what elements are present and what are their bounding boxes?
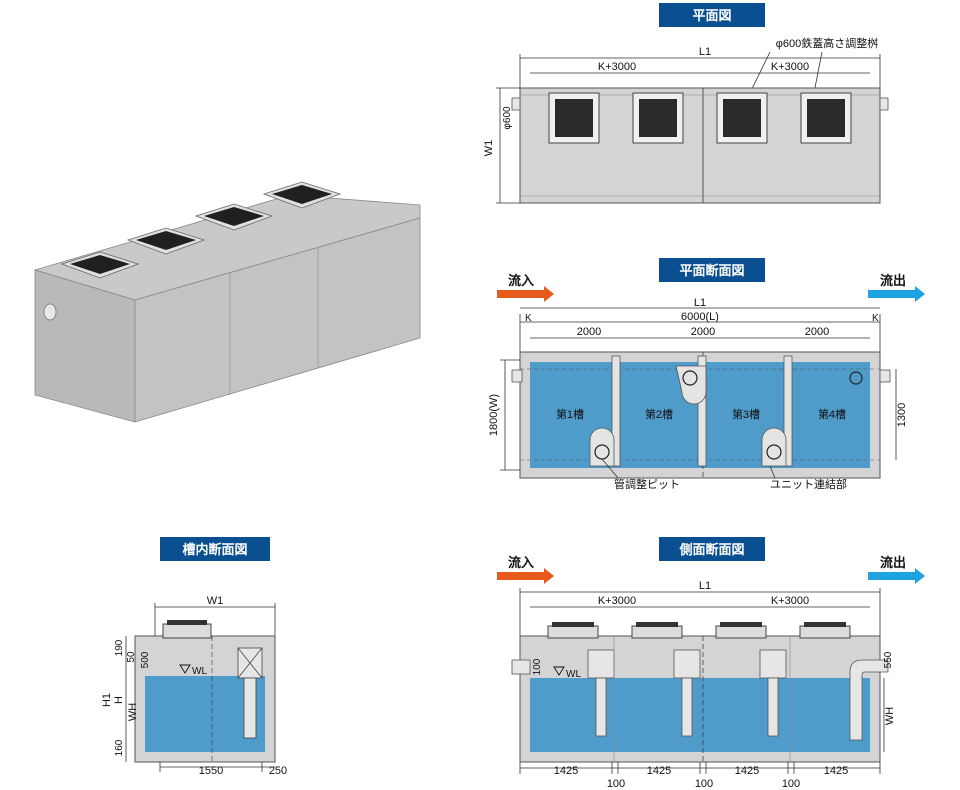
plan-section-title: 平面断面図 — [679, 263, 744, 279]
plan-section-outflow-arrow — [868, 286, 925, 302]
plan-section-inflow-label: 流入 — [508, 273, 534, 289]
plan-section-seg-2: 2000 — [691, 326, 715, 338]
cross-section-width-label: W1 — [207, 595, 224, 607]
iso-inlet-pipe — [43, 303, 57, 321]
plan-section-callout-pit: 管調整ピット — [614, 477, 680, 491]
side-section-length-label: L1 — [699, 580, 711, 592]
plan-section-view: 平面断面図 流入 流出 L1 K K 6000(L) 2000 2000 200… — [488, 258, 925, 491]
side-section-water — [530, 678, 870, 752]
side-section-wl: WL — [566, 669, 581, 680]
plan-section-tank-4: 第4槽 — [818, 407, 846, 421]
side-section-inflow-arrow — [497, 568, 554, 584]
plan-section-inflow-arrow — [497, 286, 554, 302]
plan-length-label: L1 — [699, 46, 711, 58]
plan-section-width-label: 1800(W) — [488, 394, 500, 436]
side-section-bottom-1: 1425 — [554, 765, 578, 777]
side-section-view: 側面断面図 流入 流出 L1 K+3000 K+3000 — [497, 537, 925, 790]
plan-section-tank-3: 第3槽 — [732, 407, 760, 421]
side-section-lids — [547, 622, 851, 639]
cross-section-wh: WH — [127, 703, 139, 721]
cross-section-title: 槽内断面図 — [182, 542, 247, 558]
plan-section-right-label: 1300 — [896, 403, 908, 427]
side-section-bottom-2: 1425 — [647, 765, 671, 777]
plan-section-tank-1: 第1槽 — [556, 407, 584, 421]
plan-section-k-right: K — [872, 313, 879, 324]
side-section-gap-1: 100 — [607, 778, 625, 790]
side-section-outflow-arrow — [868, 568, 925, 584]
plan-section-outflow-label: 流出 — [880, 273, 906, 289]
cross-section-h-160: 160 — [114, 739, 125, 756]
cross-section-view: 槽内断面図 W1 WL 190 50 500 160 H1 H WH 1550 … — [101, 537, 287, 777]
side-section-baffles — [511, 636, 889, 762]
plan-section-seg-1: 2000 — [577, 326, 601, 338]
cross-section-lid — [162, 623, 212, 639]
side-section-bottom-3: 1425 — [735, 765, 759, 777]
cross-section-wl: WL — [192, 666, 207, 677]
side-section-title: 側面断面図 — [678, 542, 744, 558]
plan-view: 平面図 φ600鉄蓋高さ調整桝 L1 K+3000 K+3000 — [483, 3, 889, 204]
plan-section-title-box — [659, 258, 765, 282]
cross-section-bottom-1550: 1550 — [199, 765, 223, 777]
side-section-bottom-4: 1425 — [824, 765, 848, 777]
side-section-left-label: 100 — [532, 658, 543, 675]
plan-dia-label: φ600 — [502, 106, 513, 130]
side-section-title-box — [659, 537, 765, 561]
plan-section-tank-2: 第2槽 — [645, 407, 673, 421]
cross-section-h-190: 190 — [114, 639, 125, 656]
plan-seg-label-left: K+3000 — [598, 61, 636, 73]
side-section-seg-left: K+3000 — [598, 595, 636, 607]
side-section-gap-3: 100 — [782, 778, 800, 790]
plan-section-inner-label: 6000(L) — [681, 311, 719, 323]
plan-callout: φ600鉄蓋高さ調整桝 — [776, 36, 879, 50]
plan-title-box — [659, 3, 765, 27]
plan-section-length-label: L1 — [694, 297, 706, 309]
plan-title: 平面図 — [692, 9, 731, 24]
plan-section-pipes — [511, 365, 891, 467]
cross-section-title-box — [160, 537, 270, 561]
side-section-outflow-label: 流出 — [880, 555, 906, 571]
isometric-view — [33, 181, 421, 423]
cross-section-h-500: 500 — [140, 651, 151, 668]
plan-seg-label-right: K+3000 — [771, 61, 809, 73]
plan-width-label: W1 — [483, 140, 495, 157]
plan-section-callout-joint: ユニット連結部 — [770, 477, 847, 491]
cross-section-bottom-250: 250 — [269, 765, 287, 777]
iso-long-face — [134, 217, 421, 423]
plan-section-k-left: K — [525, 313, 532, 324]
side-section-gap-2: 100 — [695, 778, 713, 790]
iso-manhole-lids — [60, 181, 342, 279]
cross-section-h: H — [113, 696, 125, 704]
plan-section-baffles — [611, 355, 793, 467]
plan-section-seg-3: 2000 — [805, 326, 829, 338]
side-section-wh: WH — [884, 707, 896, 725]
side-section-right-top: 550 — [883, 651, 894, 668]
side-section-seg-right: K+3000 — [771, 595, 809, 607]
cross-section-h1: H1 — [101, 693, 113, 707]
cross-section-h-50: 50 — [126, 651, 137, 663]
side-section-inflow-label: 流入 — [508, 555, 534, 571]
plan-manholes — [548, 92, 852, 144]
